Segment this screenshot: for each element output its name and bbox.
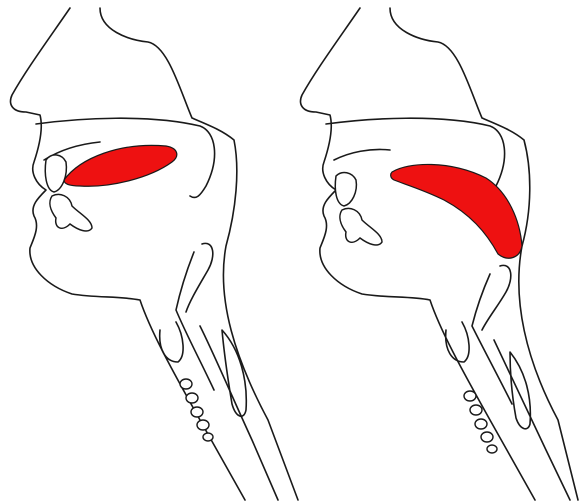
tongue-left: [64, 145, 177, 186]
panel-right: [301, 8, 578, 500]
throat-inner-left: [176, 252, 214, 390]
lower-incisor-left: [50, 194, 92, 231]
trachea-right: [446, 322, 531, 429]
esophagus-left: [200, 326, 278, 500]
ring-right-1: [464, 391, 476, 401]
ring-right-3: [475, 419, 487, 429]
ring-left-4: [197, 420, 209, 430]
upper-incisor-right: [335, 173, 356, 206]
tongue-right: [391, 164, 522, 258]
tracheal-rings-left: [180, 379, 213, 441]
ring-right-2: [470, 405, 482, 415]
face-profile-left: [11, 8, 245, 500]
ring-right-4: [481, 432, 493, 442]
ring-left-1: [180, 379, 192, 389]
epiglottis-left: [186, 243, 213, 312]
upper-jaw-right: [334, 149, 390, 160]
panel-left: [11, 8, 298, 500]
ring-left-3: [191, 407, 203, 417]
ring-left-5: [203, 433, 213, 441]
ring-right-5: [487, 445, 497, 453]
tracheal-rings-right: [464, 391, 497, 453]
upper-incisor-left: [45, 155, 66, 192]
epiglottis-right: [482, 265, 511, 330]
lower-incisor-right: [340, 208, 382, 245]
ring-left-2: [186, 393, 198, 403]
